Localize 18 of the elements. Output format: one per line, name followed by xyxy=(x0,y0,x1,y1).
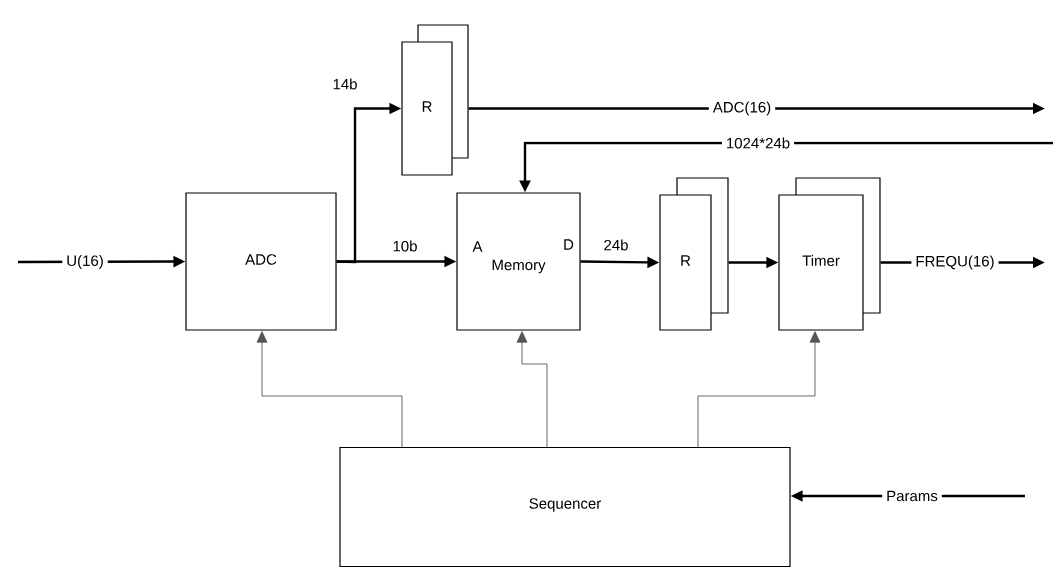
edge-label: 24b xyxy=(599,235,633,255)
arrow xyxy=(697,331,821,448)
timer-box: Timer xyxy=(778,177,881,331)
adc-box: ADC xyxy=(185,192,337,331)
edge-label: ADC(16) xyxy=(708,97,776,120)
edge-label: 14b xyxy=(328,74,362,94)
register-box: R xyxy=(659,177,729,331)
edge-label: FREQU(16) xyxy=(911,251,999,274)
edge-label: 1024*24b xyxy=(721,133,795,153)
sequencer-box: Sequencer xyxy=(339,446,791,568)
edge-label: Params xyxy=(882,486,942,506)
edge-label: 10b xyxy=(388,236,422,256)
edge-label: U(16) xyxy=(62,251,108,273)
arrow xyxy=(516,331,548,448)
arrow xyxy=(256,331,403,448)
port-label: A xyxy=(472,241,483,252)
port-label: D xyxy=(564,239,574,250)
register-box: R xyxy=(401,24,469,176)
